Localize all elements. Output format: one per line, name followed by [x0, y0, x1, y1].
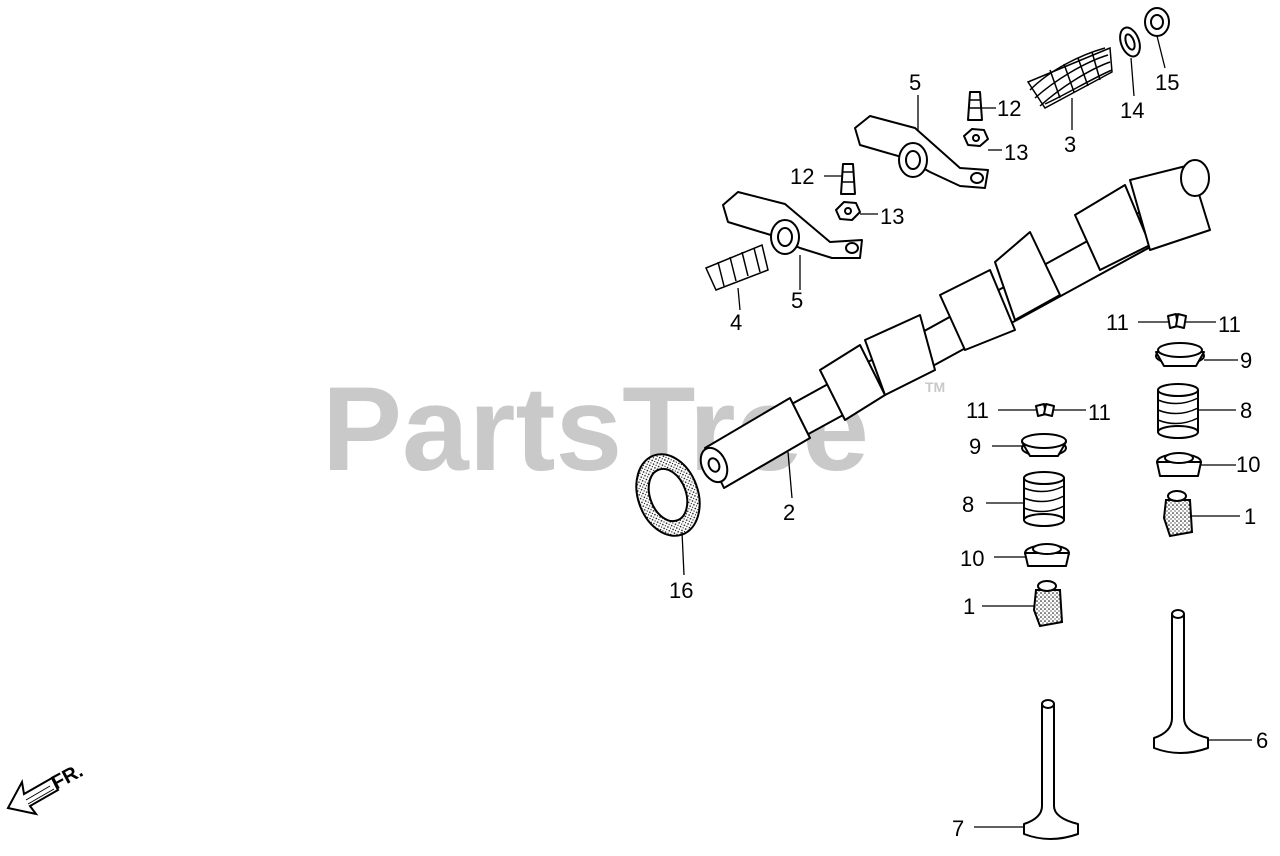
callout-13-upper: 13: [1004, 140, 1028, 165]
valve-guide-middle-part[interactable]: [1032, 580, 1064, 628]
callout-8-right: 8: [1240, 398, 1252, 423]
callout-12-lower: 12: [790, 164, 814, 189]
callout-12-upper: 12: [997, 96, 1021, 121]
callout-16: 16: [669, 578, 693, 603]
spring-3-part[interactable]: [1026, 46, 1113, 109]
retainer-middle-part[interactable]: [1021, 433, 1067, 457]
exhaust-valve-part[interactable]: [1023, 699, 1079, 840]
valve-cotters-middle-part[interactable]: [1035, 403, 1055, 417]
callout-3: 3: [1064, 132, 1076, 157]
adjusting-screw-upper-part[interactable]: [967, 91, 983, 121]
callout-10-right: 10: [1236, 452, 1260, 477]
retainer-right-part[interactable]: [1155, 342, 1205, 367]
camshaft-part[interactable]: [696, 159, 1211, 489]
callout-9-middle: 9: [969, 434, 981, 459]
callout-11-right-b: 11: [1218, 312, 1241, 337]
callout-2: 2: [783, 500, 795, 525]
callout-10-middle: 10: [960, 546, 984, 571]
front-direction-indicator: FR.: [6, 760, 87, 816]
callout-6: 6: [1256, 728, 1268, 753]
callout-14: 14: [1120, 98, 1144, 123]
callout-1-right: 1: [1244, 504, 1256, 529]
spring-seat-middle-part[interactable]: [1024, 543, 1070, 567]
callout-4: 4: [730, 310, 742, 335]
callout-1-middle: 1: [963, 594, 975, 619]
callout-9-right: 9: [1240, 348, 1252, 373]
intake-valve-part[interactable]: [1153, 609, 1209, 754]
watermark-tm: TM: [925, 379, 945, 395]
rocker-arm-upper-part[interactable]: [854, 115, 989, 189]
washer-14-part[interactable]: [1116, 25, 1143, 59]
leader-lines: [681, 35, 1252, 828]
spring-seat-right-part[interactable]: [1156, 452, 1202, 477]
callout-5-lower: 5: [791, 288, 803, 313]
spring-4-part[interactable]: [704, 243, 769, 291]
valve-cotters-right-part[interactable]: [1167, 313, 1187, 329]
lock-nut-upper-part[interactable]: [963, 128, 989, 147]
callout-8-middle: 8: [962, 492, 974, 517]
front-arrow-icon: [6, 776, 60, 816]
callout-7: 7: [952, 816, 964, 841]
callout-15: 15: [1155, 70, 1179, 95]
callout-labels: 15 14 3 5 12 13 12 13 4 5 2 16 11 11 9 8…: [669, 70, 1268, 841]
lock-nut-lower-part[interactable]: [835, 201, 861, 221]
rocker-arm-lower-part[interactable]: [722, 191, 863, 259]
callout-13-lower: 13: [880, 204, 904, 229]
valve-spring-middle-part[interactable]: [1023, 471, 1065, 527]
valve-spring-right-part[interactable]: [1157, 383, 1199, 439]
valve-guide-right-part[interactable]: [1162, 490, 1194, 538]
adjusting-screw-lower-part[interactable]: [143, 0, 856, 195]
oil-seal-part[interactable]: [625, 445, 710, 544]
callout-11-middle-b: 11: [1088, 400, 1111, 425]
callout-5-upper: 5: [909, 70, 921, 95]
callout-11-middle-a: 11: [966, 398, 989, 423]
callout-11-right-a: 11: [1106, 310, 1129, 335]
washer-15-part[interactable]: [1144, 7, 1170, 37]
